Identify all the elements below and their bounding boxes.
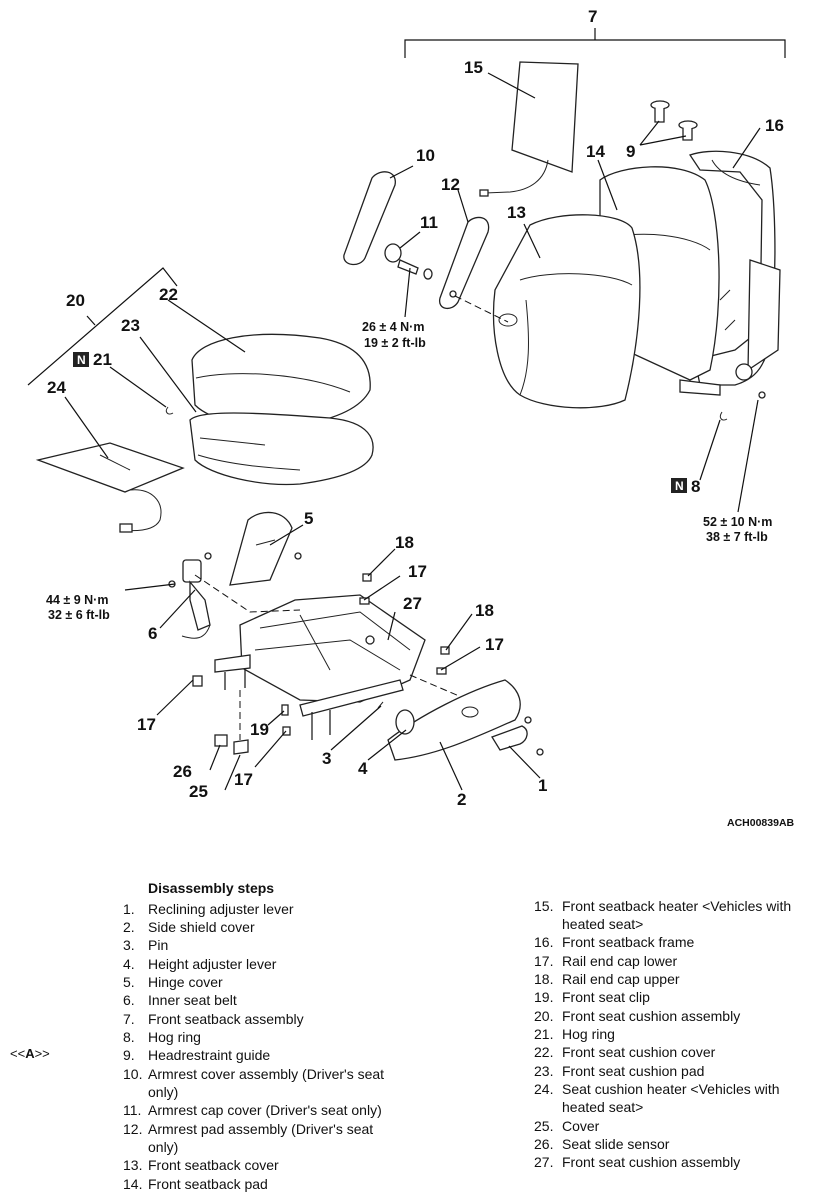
figure-id: ACH00839AB [727, 817, 795, 829]
cushion-heater-shape [35, 442, 185, 533]
pin-shape [377, 701, 384, 709]
callout-22: 22 [159, 285, 178, 304]
callout-13: 13 [507, 203, 526, 222]
leader-lines [64, 72, 761, 791]
callout-21: 21 [93, 350, 112, 369]
callout-11: 11 [420, 213, 438, 232]
torque-belt-ftlb: 32 ± 6 ft-lb [48, 608, 110, 622]
seatback-cover-shape [492, 214, 641, 409]
seatback-heater-shape [479, 61, 579, 197]
seat-exploded-diagram: 7 15 9 16 14 10 12 13 11 20 22 23 21 24 … [27, 7, 795, 829]
callout-9: 9 [626, 142, 635, 161]
callout-26: 26 [173, 762, 192, 781]
callout-14: 14 [586, 142, 605, 161]
callout-17d: 17 [234, 770, 253, 789]
cushion-cover-shape [191, 333, 371, 427]
rail-end-cap-shapes [192, 573, 450, 736]
torque-belt-nm: 44 ± 9 N·m [46, 593, 108, 607]
callout-27: 27 [403, 594, 422, 613]
callout-17a: 17 [408, 562, 427, 581]
callout-23: 23 [121, 316, 140, 335]
callout-4: 4 [358, 759, 368, 778]
badge-new-part-21: N [73, 352, 89, 367]
callout-19: 19 [250, 720, 269, 739]
callout-25: 25 [189, 782, 208, 801]
callout-8: 8 [691, 477, 700, 496]
inner-seat-belt-shape [168, 559, 211, 639]
callout-7: 7 [588, 7, 597, 26]
callout-3: 3 [322, 749, 331, 768]
torque-armrest-ftlb: 19 ± 2 ft-lb [364, 336, 426, 350]
callout-17c: 17 [137, 715, 156, 734]
callout-6: 6 [148, 624, 157, 643]
bracket-cushion-assembly [27, 267, 178, 386]
callout-20: 20 [66, 291, 85, 310]
armrest-cover-shape [343, 171, 396, 266]
reclining-lever-shape [491, 716, 544, 756]
callout-18a: 18 [395, 533, 414, 552]
callout-18b: 18 [475, 601, 494, 620]
steps-title: Disassembly steps [148, 880, 275, 896]
callout-16: 16 [765, 116, 784, 135]
height-lever-shape [395, 709, 415, 735]
callout-17b: 17 [485, 635, 504, 654]
badge-new-part-8: N [671, 478, 687, 493]
hog-ring-8-shape [719, 391, 766, 421]
callout-10: 10 [416, 146, 435, 165]
svg-text:N: N [77, 353, 86, 367]
torque-frame-nm: 52 ± 10 N·m [703, 515, 772, 529]
armrest-cap-shape [384, 243, 433, 280]
hinge-cover-shape [204, 511, 302, 586]
torque-armrest-nm: 26 ± 4 N·m [362, 320, 424, 334]
service-point-tag: <<A>> [10, 1046, 50, 1061]
cushion-pad-shape [189, 412, 374, 486]
bracket-seatback-assembly [404, 28, 786, 58]
slide-sensor-shapes [214, 734, 249, 755]
callout-24: 24 [47, 378, 66, 397]
callout-1: 1 [538, 776, 547, 795]
callout-15: 15 [464, 58, 483, 77]
seat-cushion-frame-shape [214, 594, 426, 740]
callout-5: 5 [304, 509, 313, 528]
headrest-guide-shapes [650, 100, 698, 141]
armrest-pad-shape [439, 216, 509, 323]
svg-text:N: N [675, 479, 684, 493]
callout-2: 2 [457, 790, 466, 809]
callout-12: 12 [441, 175, 460, 194]
hog-ring-21-shape [165, 406, 174, 415]
torque-frame-ftlb: 38 ± 7 ft-lb [706, 530, 768, 544]
